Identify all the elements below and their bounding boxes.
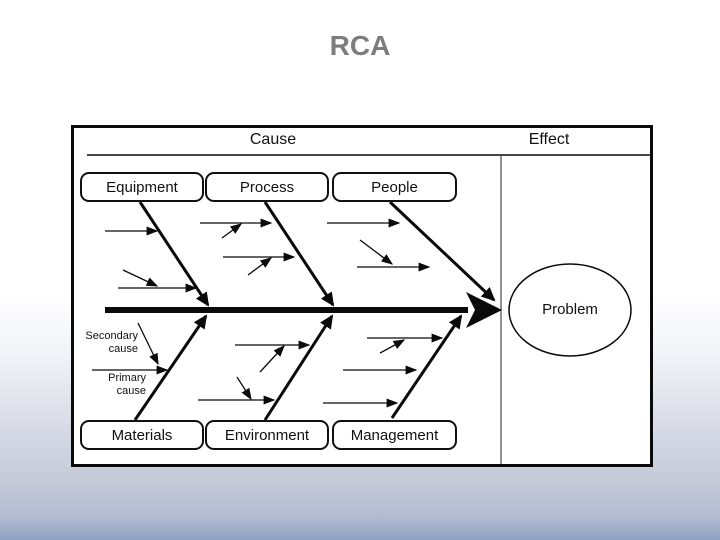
category-box-environment: Environment [205,420,329,450]
problem-label: Problem [542,301,598,318]
fishbone-diagram: Cause Effect Equipment Process People Ma… [71,125,653,467]
category-box-management: Management [332,420,457,450]
problem-ellipse [508,263,632,357]
cause-header: Cause [249,131,297,148]
category-box-materials: Materials [80,420,204,450]
sub-cause-arrows [92,218,444,408]
effect-header: Effect [528,131,570,148]
category-box-people: People [332,172,457,202]
secondary-cause-annotation: Secondary cause [85,330,138,355]
slide-title: RCA [329,30,391,61]
category-box-process: Process [205,172,329,202]
cause-bone-arrows [133,200,496,421]
primary-cause-annotation: Primary cause [108,372,146,397]
category-box-equipment: Equipment [80,172,204,202]
fishbone-lines [87,154,650,464]
spine-arrow [105,292,502,328]
